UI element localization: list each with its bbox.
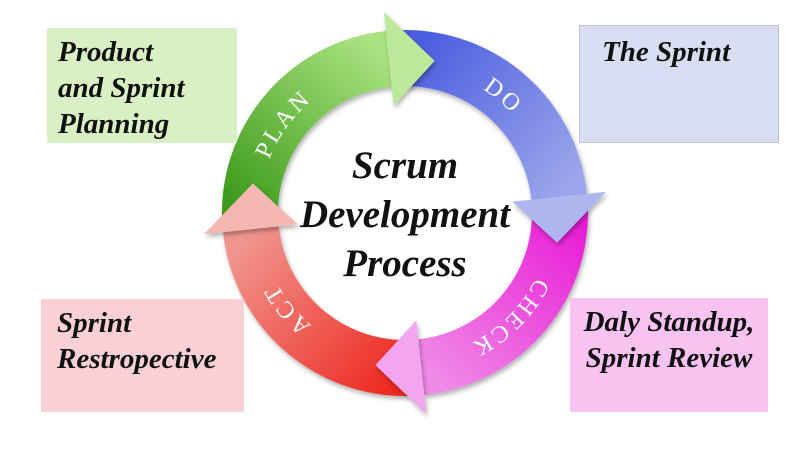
box-label-line: Sprint [57, 307, 132, 339]
box-label-line: and Sprint [58, 72, 185, 104]
box-label-line: The Sprint [602, 36, 731, 68]
box-product-and-sprint-planning: Product and Sprint Planning [47, 28, 237, 143]
diagram-title: Scrum Development Process [300, 141, 510, 288]
act-arrowhead-icon [204, 183, 298, 235]
title-line: Development [299, 193, 511, 236]
title-line: Scrum [351, 144, 459, 187]
check-arrowhead-icon [375, 320, 427, 414]
do-arrowhead-icon [512, 191, 606, 243]
box-label-line: Planning [58, 108, 170, 140]
box-the-sprint: The Sprint [579, 25, 779, 143]
title-line: Process [343, 242, 467, 285]
box-label-line: Restropective [57, 343, 217, 375]
box-label-line: Product [58, 36, 154, 68]
box-sprint-retrospective: Sprint Restropective [41, 299, 244, 412]
box-daily-standup-sprint-review: Daly Standup, Sprint Review [570, 298, 768, 412]
box-label-line: Sprint Review [585, 342, 753, 374]
plan-arrowhead-icon [383, 12, 435, 106]
box-label-line: Daly Standup, [583, 306, 755, 338]
